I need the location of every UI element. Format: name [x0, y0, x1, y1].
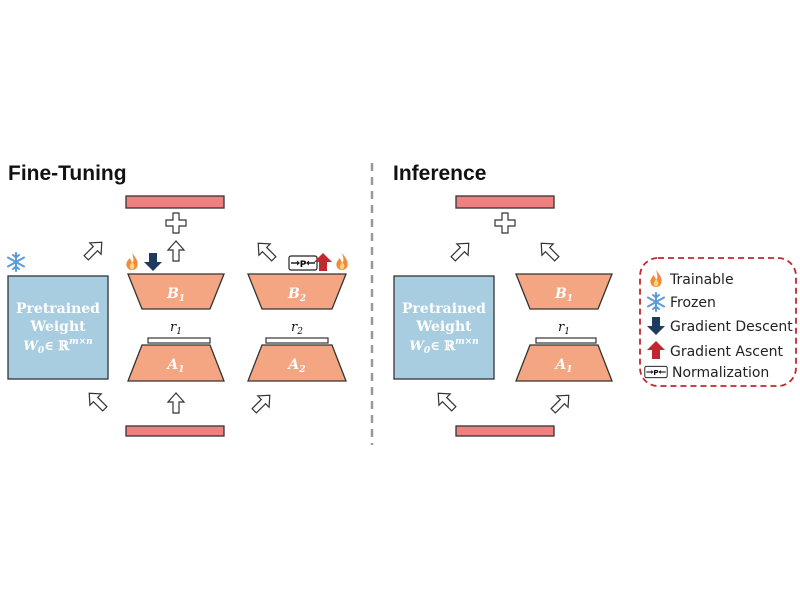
pretrained-weight-box: [393, 275, 495, 380]
weight-label-line2: Weight: [415, 319, 472, 335]
a1-label: A1: [165, 357, 184, 375]
legend-label-trainable: Trainable: [669, 272, 734, 288]
hollow-arrow-icon: [431, 386, 461, 416]
legend-norm-glyph: P: [653, 369, 658, 377]
output-bar: [125, 195, 225, 209]
r1-label: r1: [558, 320, 570, 337]
adapter-b1: [127, 273, 225, 310]
output-bar: [455, 195, 555, 209]
norm-glyph: P: [300, 260, 307, 270]
adapter-a1: [515, 344, 613, 382]
weight-formula: W0∈ ℝm×n: [409, 337, 478, 356]
legend-label-descent: Gradient Descent: [670, 319, 793, 335]
weight-label-line1: Pretrained: [402, 301, 486, 317]
r1-label: r1: [170, 320, 182, 337]
b1-label: B1: [554, 286, 573, 304]
a2-label: A2: [286, 357, 305, 375]
weight-label-line2: Weight: [29, 319, 86, 335]
weight-label-line1: Pretrained: [16, 301, 100, 317]
adapter-a1: [127, 344, 225, 382]
input-bar: [125, 425, 225, 437]
a1-label: A1: [553, 357, 572, 375]
hollow-arrow-icon: [251, 236, 281, 266]
legend-label-ascent: Gradient Ascent: [670, 344, 783, 360]
legend-box: [639, 257, 797, 387]
hollow-arrow-icon: [167, 392, 185, 414]
hollow-arrow-icon: [82, 386, 112, 416]
plus-icon: [165, 212, 187, 234]
legend-label-frozen: Frozen: [670, 295, 716, 311]
rank-bar-r1: [535, 337, 597, 344]
hollow-arrow-icon: [546, 388, 576, 418]
plus-icon: [494, 212, 516, 234]
adapter-b2: [247, 273, 347, 310]
inference-title: Inference: [393, 162, 487, 185]
hollow-arrow-icon: [79, 235, 109, 265]
adapter-a2: [247, 344, 347, 382]
pretrained-weight-box: [7, 275, 109, 380]
b2-label: B2: [287, 286, 306, 304]
b1-label: B1: [166, 286, 185, 304]
flame-icon: [336, 253, 348, 270]
input-bar: [455, 425, 555, 437]
hollow-arrow-icon: [247, 388, 277, 418]
fine-tuning-title: Fine-Tuning: [8, 162, 127, 185]
hollow-arrow-icon: [446, 236, 476, 266]
rank-bar-r1: [147, 337, 211, 344]
legend-label-normalization: Normalization: [672, 365, 769, 381]
hollow-arrow-icon: [534, 236, 564, 266]
rank-bar-r2: [265, 337, 329, 344]
weight-formula: W0∈ ℝm×n: [23, 337, 92, 356]
adapter-b1: [515, 273, 613, 310]
hollow-arrow-icon: [167, 240, 185, 262]
gradient-descent-icon: [144, 253, 162, 271]
r2-label: r2: [291, 320, 303, 337]
snowflake-icon: [7, 252, 25, 272]
flame-icon: [126, 253, 138, 270]
